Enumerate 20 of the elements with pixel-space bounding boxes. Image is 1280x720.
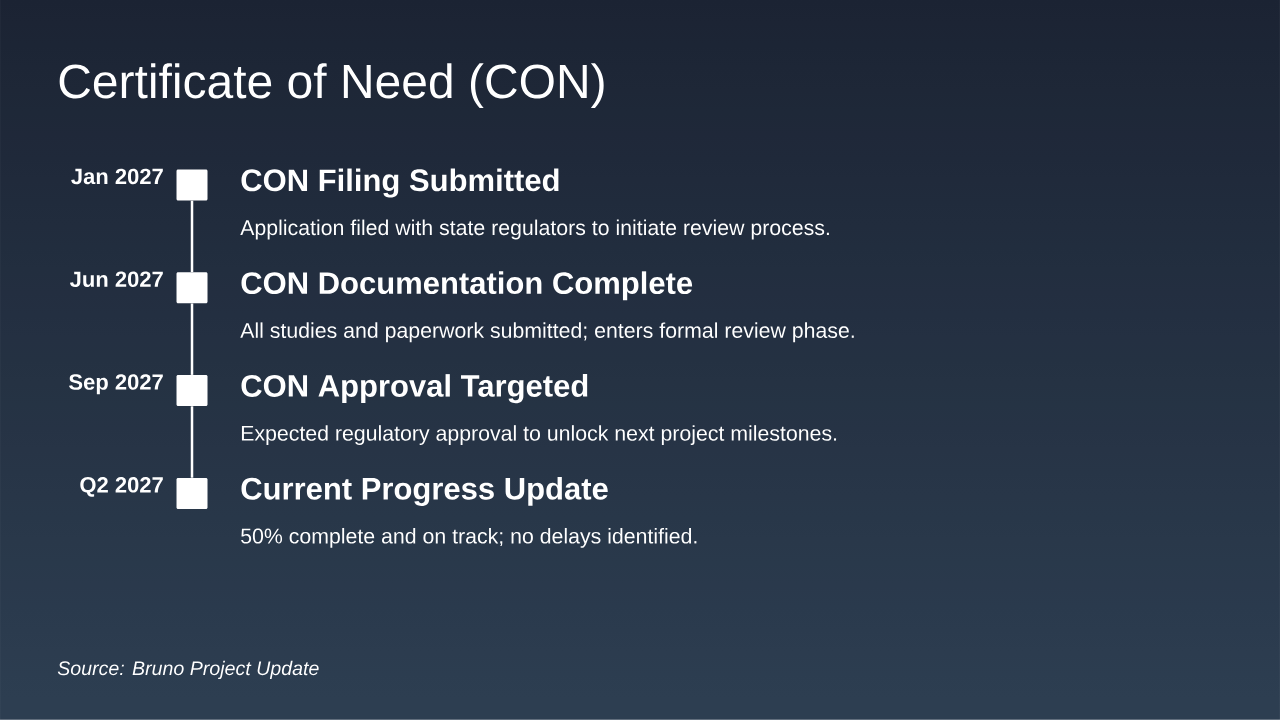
- timeline-line: [190, 303, 194, 375]
- milestone-description: Expected regulatory approval to unlock next project milestones.: [241, 425, 837, 445]
- timeline-marker: [176, 272, 208, 304]
- milestone-description: All studies and paperwork submitted; enters formal review phase.: [240, 322, 854, 343]
- milestone-heading: Current Progress Update: [241, 476, 608, 506]
- milestone-heading: CON Documentation Complete: [241, 271, 693, 301]
- date-label: Sep 2027: [69, 374, 163, 395]
- timeline-marker: [176, 169, 208, 201]
- timeline-marker: [176, 375, 208, 407]
- milestone-description: 50% complete and on track; no delays identified.: [241, 527, 697, 548]
- source-note: Source: Bruno Project Update: [57, 660, 319, 680]
- milestone-heading: CON Filing Submitted: [241, 168, 559, 198]
- date-label: Jan 2027: [71, 168, 163, 185]
- date-label: Jun 2027: [70, 271, 163, 287]
- title: Certificate of Need (CON): [59, 63, 604, 108]
- milestone-description: Application filed with state regulators to initiate review process.: [240, 219, 829, 240]
- date-label: Q2 2027: [80, 477, 163, 497]
- timeline-line: [190, 200, 194, 273]
- timeline-line: [190, 406, 194, 478]
- milestone-heading: CON Approval Targeted: [241, 374, 588, 404]
